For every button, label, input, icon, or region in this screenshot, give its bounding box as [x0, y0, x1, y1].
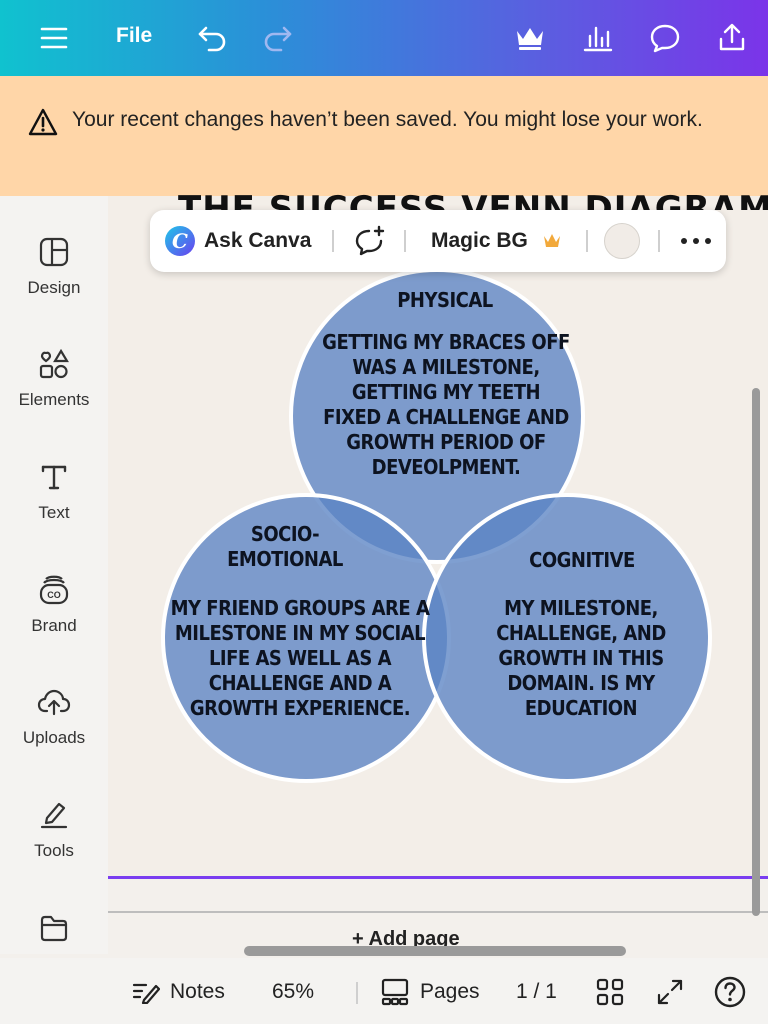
floating-context-toolbar: C Ask Canva Magic BG: [150, 210, 726, 272]
sidebar-item-label: Design: [27, 278, 81, 297]
pages-icon: [381, 978, 409, 1006]
page-counter: 1 / 1: [516, 980, 557, 1003]
redo-icon[interactable]: [257, 18, 297, 58]
physical-body[interactable]: GETTING MY BRACES OFF WAS A MILESTONE, G…: [322, 330, 570, 479]
tools-icon: [0, 795, 108, 835]
design-icon: [0, 232, 108, 272]
toolbar-divider: [356, 982, 358, 1004]
color-swatch: [604, 223, 640, 259]
folder-icon: [0, 908, 108, 948]
page-selection-line: [108, 876, 768, 879]
background-color-swatch[interactable]: [604, 210, 640, 272]
svg-text:C: C: [172, 229, 188, 253]
toolbar-divider: [658, 230, 660, 252]
grid-icon: [596, 978, 624, 1006]
unsaved-warning-banner: [0, 76, 768, 196]
sidebar-item-label: Brand: [31, 616, 77, 635]
vertical-scrollbar[interactable]: [752, 388, 760, 916]
comment-icon[interactable]: [645, 18, 685, 58]
more-options-button[interactable]: [680, 210, 712, 272]
help-button[interactable]: [714, 972, 746, 1012]
toolbar-divider: [404, 230, 406, 252]
sidebar-item-elements[interactable]: Elements: [0, 344, 108, 410]
sidebar-item-label: Tools: [34, 841, 74, 860]
menu-icon[interactable]: [34, 18, 74, 58]
magic-bg-label: Magic BG: [431, 229, 528, 252]
uploads-icon: [0, 682, 108, 722]
page-title[interactable]: THE SUCCESS VENN DIAGRAM: [178, 189, 768, 210]
chart-icon[interactable]: [578, 18, 618, 58]
sidebar-item-label: Uploads: [22, 728, 86, 747]
add-comment-button[interactable]: [354, 210, 386, 272]
expand-icon: [657, 979, 683, 1005]
toolbar-divider: [586, 230, 588, 252]
socio-heading[interactable]: SOCIO-EMOTIONAL: [227, 522, 343, 571]
fullscreen-button[interactable]: [656, 972, 684, 1012]
banner-message: Your recent changes haven’t been saved. …: [72, 108, 703, 131]
sidebar-item-text[interactable]: Text: [0, 457, 108, 523]
undo-icon[interactable]: [193, 18, 233, 58]
notes-button[interactable]: Notes: [132, 972, 225, 1012]
sidebar-item-projects[interactable]: [0, 908, 108, 948]
cognitive-body[interactable]: MY MILESTONE, CHALLENGE, AND GROWTH IN T…: [496, 596, 666, 720]
sidebar-item-design[interactable]: Design: [0, 232, 108, 298]
more-icon: [681, 238, 711, 244]
help-icon: [714, 976, 746, 1008]
left-sidebar: Design Elements Text CO Brand Uploads To…: [0, 196, 108, 954]
sidebar-item-label: Elements: [18, 390, 90, 409]
sidebar-item-brand[interactable]: CO Brand: [0, 570, 108, 636]
warning-icon: [28, 108, 58, 141]
socio-body[interactable]: MY FRIEND GROUPS ARE A MILESTONE IN MY S…: [170, 596, 430, 720]
ask-canva-label: Ask Canva: [204, 229, 312, 252]
ask-canva-button[interactable]: C Ask Canva: [164, 210, 311, 272]
grid-view-button[interactable]: [596, 972, 624, 1012]
brand-icon: CO: [0, 570, 108, 610]
sidebar-item-uploads[interactable]: Uploads: [0, 682, 108, 748]
page-divider: [108, 911, 768, 913]
horizontal-scrollbar[interactable]: [244, 946, 626, 956]
bottom-toolbar: Notes 65% Pages 1 / 1: [0, 958, 768, 1024]
elements-icon: [0, 344, 108, 384]
magic-bg-button[interactable]: Magic BG: [431, 210, 562, 272]
crown-icon[interactable]: [510, 18, 550, 58]
notes-icon: [132, 983, 160, 1004]
pages-button[interactable]: Pages: [380, 972, 480, 1012]
svg-text:CO: CO: [47, 590, 61, 600]
pages-label: Pages: [420, 980, 480, 1003]
add-page-button[interactable]: + Add page: [352, 928, 460, 950]
physical-heading[interactable]: PHYSICAL: [397, 288, 493, 312]
comment-plus-icon: [355, 225, 385, 256]
notes-label: Notes: [170, 980, 225, 1003]
canva-assistant-icon: C: [165, 226, 195, 256]
sidebar-item-tools[interactable]: Tools: [0, 795, 108, 861]
sidebar-item-label: Text: [38, 503, 70, 522]
venn-circle-cognitive[interactable]: [422, 493, 712, 783]
premium-crown-icon: [543, 234, 560, 247]
cognitive-heading[interactable]: COGNITIVE: [529, 548, 635, 572]
share-icon[interactable]: [712, 18, 752, 58]
top-toolbar: File: [0, 0, 768, 76]
text-icon: [0, 457, 108, 497]
file-menu-button[interactable]: File: [116, 24, 153, 47]
zoom-level[interactable]: 65%: [272, 980, 315, 1003]
toolbar-divider: [332, 230, 334, 252]
